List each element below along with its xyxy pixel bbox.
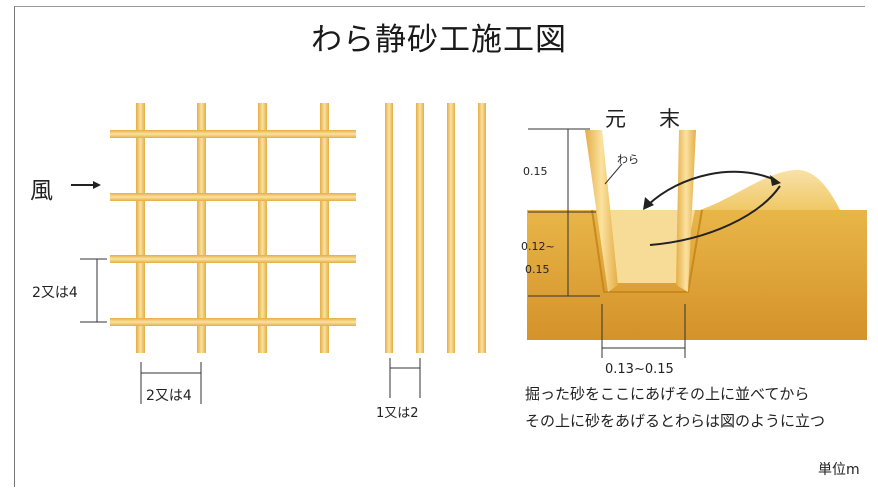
- caption-line-1: 掘った砂をここにあげその上に並べてから: [525, 385, 810, 403]
- sand-move-arrow: [647, 170, 776, 206]
- grid-horizontal-dimension: [140, 362, 202, 404]
- caption-line-2: その上に砂をあげるとわらは図のように立つ: [525, 412, 826, 430]
- grid-vertical-straw: [320, 103, 329, 353]
- trench-sand: [600, 210, 695, 283]
- section-top-label: 元 末: [605, 107, 686, 131]
- depth-lower-label-1: 0.12~: [521, 240, 555, 253]
- unit-label: 単位m: [818, 462, 860, 478]
- depth-top-label: 0.15: [523, 165, 548, 178]
- trench-outline: [591, 209, 703, 293]
- wind-arrow-icon: [71, 181, 101, 189]
- cross-section: [527, 128, 867, 358]
- page-title: わら静砂工施工図: [311, 22, 567, 58]
- sand-return-arrow: [649, 185, 781, 246]
- line-straw: [416, 103, 424, 353]
- wind-label: 風: [30, 178, 53, 204]
- line-spacing-label: 1又は2: [376, 406, 419, 421]
- grid-vertical-spacing-label: 2又は4: [32, 285, 78, 301]
- line-spacing-dimension: [389, 358, 421, 398]
- grid-vertical-straw: [258, 103, 267, 353]
- straw-label: わら: [617, 153, 639, 166]
- width-dimension-label: 0.13~0.15: [605, 362, 674, 377]
- grid-horizontal-straw: [110, 255, 356, 263]
- grid-horizontal-straw: [110, 130, 356, 138]
- grid-horizontal-straw: [110, 193, 356, 201]
- line-straw: [447, 103, 455, 353]
- ground-layer: [527, 210, 867, 340]
- grid-vertical-straw: [197, 103, 206, 353]
- straw-bundle-right: [676, 130, 696, 292]
- figure-frame: [14, 6, 865, 487]
- grid-vertical-straw: [136, 103, 145, 353]
- sand-mound: [700, 169, 840, 210]
- straw-grid: [110, 103, 356, 353]
- grid-horizontal-spacing-label: 2又は4: [146, 388, 192, 404]
- depth-lower-label-2: 0.15: [525, 263, 550, 276]
- line-straw: [385, 103, 393, 353]
- grid-horizontal-straw: [110, 318, 356, 326]
- straw-lines: [385, 103, 486, 353]
- grid-vertical-dimension: [80, 258, 107, 323]
- line-straw: [478, 103, 486, 353]
- straw-bundle-left: [585, 130, 618, 292]
